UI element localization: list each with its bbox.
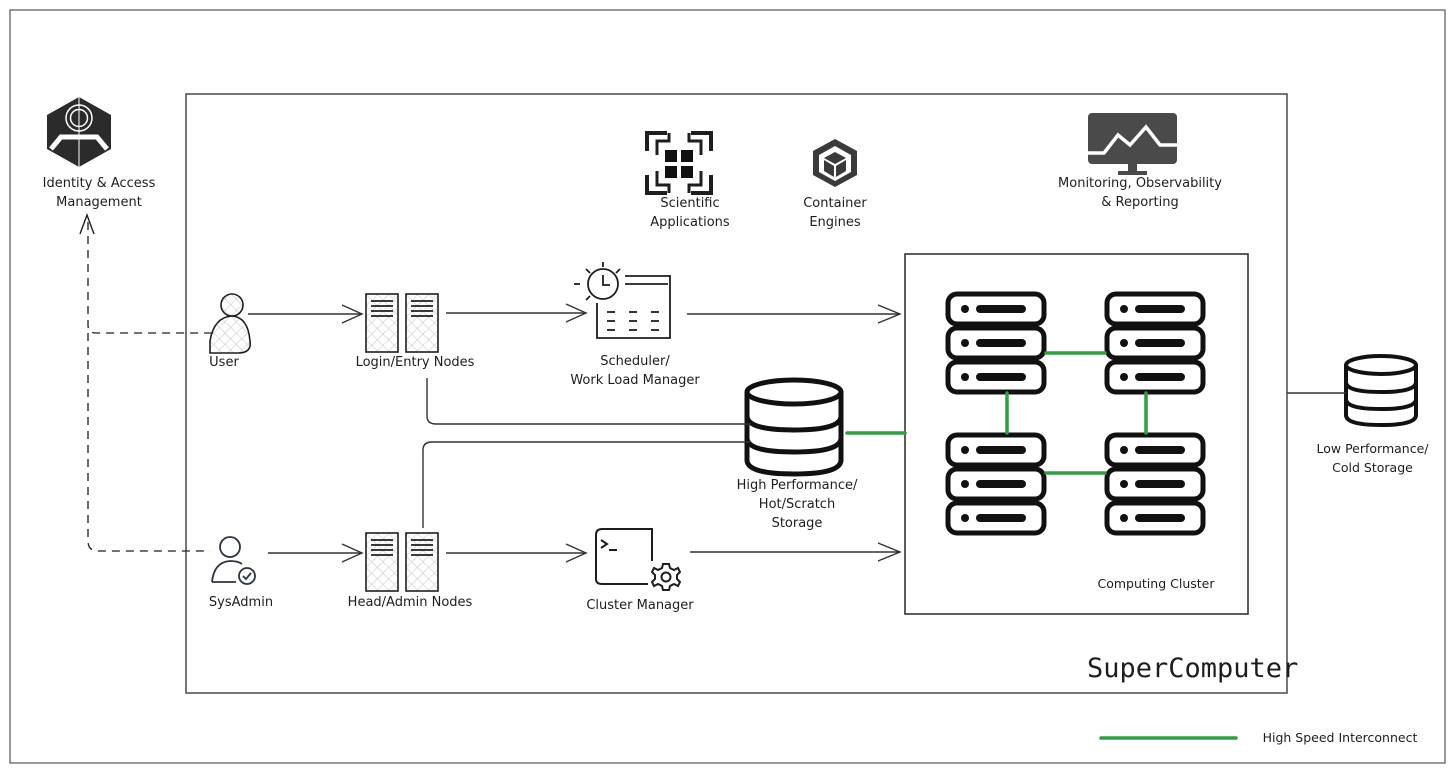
edge-login-hotstorage: [426, 378, 750, 425]
user-label: User: [209, 355, 239, 370]
cluster-manager-label: Cluster Manager: [586, 598, 694, 613]
interconnects: [845, 351, 1238, 740]
legend-label: High Speed Interconnect: [1262, 730, 1418, 745]
edge-head-clustermgr-arrowhead: [565, 543, 588, 563]
admin-user-check-icon[interactable]: [211, 536, 256, 585]
cold-storage-database-icon[interactable]: [1344, 354, 1418, 428]
connectors: [248, 303, 1346, 563]
head-nodes-icon[interactable]: [365, 532, 439, 592]
iam-label: Identity & Access Management: [42, 176, 156, 210]
hot-storage-label: High Performance/ Hot/Scratch Storage: [736, 478, 858, 531]
server-stack-icon-bottom-left[interactable]: [948, 435, 1044, 533]
container-engines-label: Container Engines: [803, 196, 867, 230]
login-nodes-label: Login/Entry Nodes: [355, 355, 475, 370]
supercomputer-title: SuperComputer: [1087, 653, 1299, 684]
cold-storage-label: Low Performance/ Cold Storage: [1316, 441, 1429, 475]
edge-sysadmin-head-arrowhead: [341, 543, 364, 563]
user-icon[interactable]: [209, 293, 252, 354]
edge-clustermgr-cluster-arrowhead: [877, 542, 902, 562]
iam-dashed-connectors: [87, 222, 212, 552]
computing-cluster-label: Computing Cluster: [1097, 576, 1215, 591]
hot-storage-database-icon[interactable]: [744, 377, 844, 477]
server-stack-icon-top-right[interactable]: [1107, 294, 1203, 392]
server-stack-icon-bottom-right[interactable]: [1107, 435, 1203, 533]
container-cube-icon[interactable]: [813, 139, 857, 187]
head-nodes-label: Head/Admin Nodes: [347, 595, 473, 610]
edge-user-login-arrowhead: [341, 304, 364, 324]
monitoring-label: Monitoring, Observability & Reporting: [1058, 176, 1222, 210]
canvas-frame: [9, 9, 1446, 764]
edge-head-hotstorage: [422, 441, 750, 528]
scheduler-label: Scheduler/ Work Load Manager: [570, 354, 700, 388]
edge-login-scheduler-arrowhead: [565, 303, 588, 323]
login-nodes-icon[interactable]: [365, 293, 439, 353]
scientific-apps-label: Scientific Applications: [650, 196, 730, 230]
terminal-gear-icon[interactable]: [595, 528, 682, 591]
edge-scheduler-cluster-arrowhead: [877, 304, 902, 324]
calendar-clock-icon[interactable]: [574, 262, 671, 339]
server-stack-icon-top-left[interactable]: [948, 294, 1044, 392]
monitor-chart-icon[interactable]: [1088, 113, 1177, 175]
iam-arrowhead: [79, 212, 95, 235]
app-grid-icon[interactable]: [645, 131, 713, 195]
sysadmin-label: SysAdmin: [208, 595, 274, 610]
iam-shield-icon[interactable]: [47, 97, 111, 167]
